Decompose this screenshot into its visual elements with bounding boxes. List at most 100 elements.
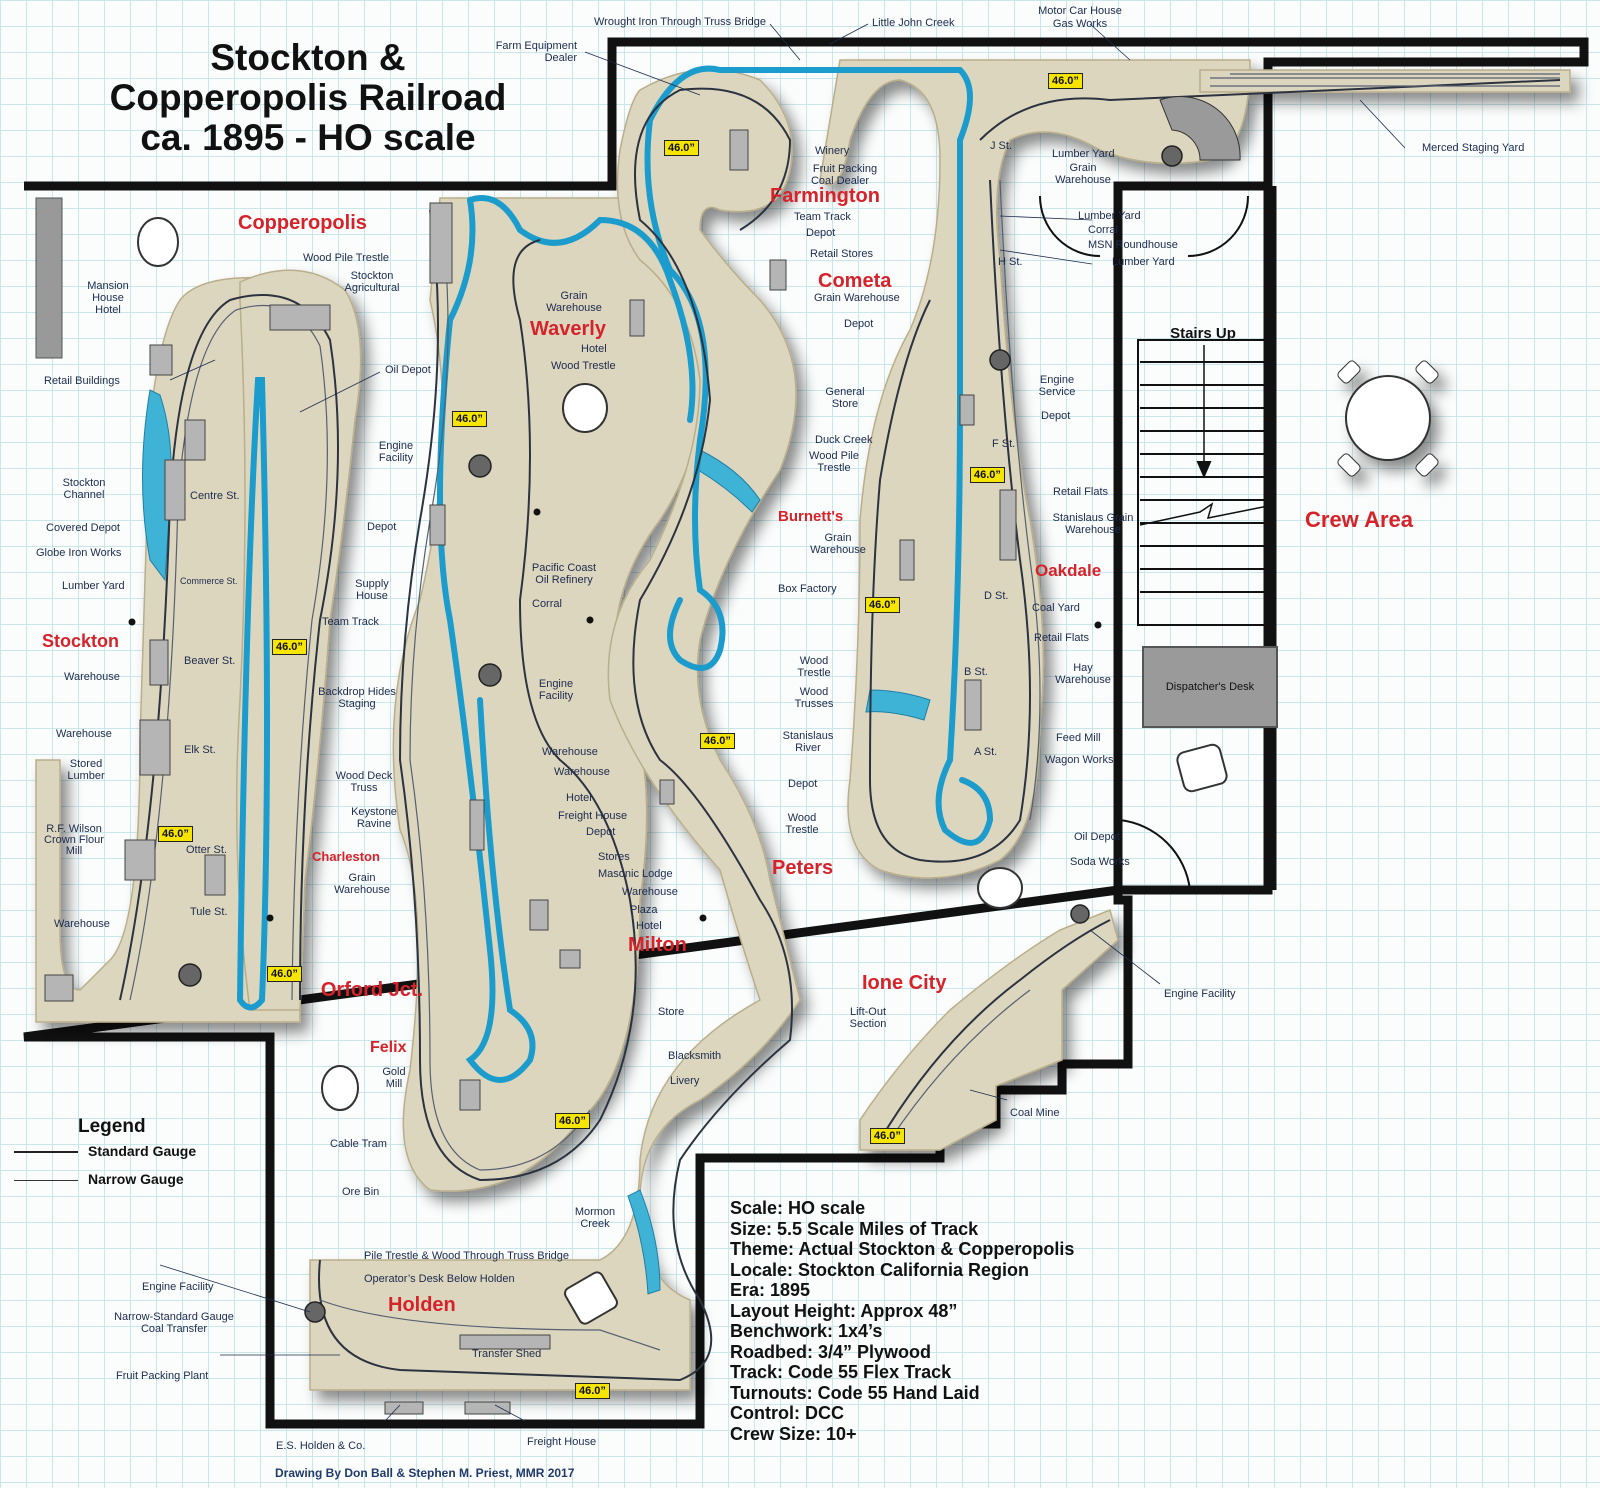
operator <box>562 383 608 433</box>
label: Depot <box>806 227 836 239</box>
building <box>659 779 675 805</box>
label: Stores <box>598 851 630 863</box>
label: Warehouse <box>56 728 112 740</box>
track <box>1210 73 1560 87</box>
label: Coal Yard <box>1032 602 1080 614</box>
turntable <box>1161 145 1183 167</box>
label: Merced Staging Yard <box>1422 142 1525 154</box>
town-farmington: Farmington <box>770 185 880 207</box>
label: Engine Facility <box>378 440 414 464</box>
layout-specs: Scale: HO scale Size: 5.5 Scale Miles of… <box>730 1198 1074 1444</box>
label: Warehouse <box>554 766 610 778</box>
label: Engine Facility <box>1164 988 1236 1000</box>
label: B St. <box>964 666 988 678</box>
label: Mansion House Hotel <box>87 280 129 316</box>
label: Otter St. <box>186 844 227 856</box>
label: Wood Trestle <box>797 655 831 679</box>
building <box>459 1079 481 1111</box>
building <box>769 259 787 291</box>
label: Stored Lumber <box>67 758 105 782</box>
mainline <box>236 65 994 1083</box>
spec-line: Size: 5.5 Scale Miles of Track <box>730 1218 979 1239</box>
label: Grain Warehouse <box>814 292 900 304</box>
leader <box>1089 929 1161 985</box>
label: Wagon Works <box>1045 754 1114 766</box>
height-badge: 46.0” <box>664 140 699 156</box>
marker <box>699 914 707 922</box>
leader <box>169 359 216 381</box>
stairs-label: Stairs Up <box>1170 325 1236 342</box>
building <box>164 459 186 521</box>
label: Wood Pile Trestle <box>303 252 390 264</box>
building <box>999 489 1017 561</box>
town-waverly: Waverly <box>530 318 606 340</box>
height-badge: 46.0” <box>272 639 307 655</box>
dispatcher-chair <box>1176 743 1228 793</box>
legend-title: Legend <box>78 1116 146 1137</box>
label: Retail Stores <box>810 248 873 260</box>
label: Wood Deck Truss <box>335 770 393 794</box>
leader <box>1359 99 1406 149</box>
label: Centre St. <box>190 490 240 502</box>
label: Retail Flats <box>1034 632 1090 644</box>
label: Fruit Packing <box>812 163 878 175</box>
leader <box>159 1264 311 1313</box>
town-charleston: Charleston <box>312 849 380 864</box>
label: Engine Facility <box>142 1281 214 1293</box>
label: Feed Mill <box>1056 732 1101 744</box>
spec-line: Roadbed: 3/4” Plywood <box>730 1341 932 1362</box>
label: Warehouse <box>542 746 598 758</box>
building <box>124 839 156 881</box>
label: Corral <box>1088 224 1118 236</box>
door-arc <box>1187 195 1249 257</box>
spec-line: Track: Code 55 Flex Track <box>730 1362 952 1382</box>
label: Wood Trusses <box>794 686 834 710</box>
waverly-loop <box>644 65 726 671</box>
door-arc <box>1119 819 1191 891</box>
building <box>959 394 975 426</box>
label: Grain Warehouse <box>546 290 602 314</box>
label: Cable Tram <box>330 1138 387 1150</box>
legend-narrow: Narrow Gauge <box>14 1171 184 1189</box>
label: Operator’s Desk Below Holden <box>364 1273 515 1285</box>
operator-desk <box>564 1271 618 1325</box>
turntable <box>1070 904 1090 924</box>
label: Corral <box>532 598 562 610</box>
building <box>384 1401 424 1415</box>
title-line: Copperopolis Railroad <box>109 77 507 118</box>
chair <box>1337 453 1361 477</box>
building <box>44 974 74 1002</box>
label: Stockton Channel <box>62 477 106 501</box>
spec-line: Crew Size: 10+ <box>730 1423 857 1444</box>
leader <box>584 51 701 96</box>
label: Grain Warehouse <box>810 532 866 556</box>
label: Oil Depot <box>385 364 431 376</box>
title-line: Stockton & <box>210 37 406 78</box>
title-line: ca. 1895 - HO scale <box>140 117 476 158</box>
leader-lines <box>159 23 1406 1422</box>
town-stockton: Stockton <box>42 631 120 651</box>
label: Hotel <box>581 343 607 355</box>
label: Freight House <box>527 1436 597 1448</box>
layout-title: Stockton & Copperopolis Railroad ca. 189… <box>110 38 507 158</box>
leader <box>829 23 869 45</box>
stockton-channel <box>142 389 172 582</box>
label: Stanislaus River <box>782 730 834 754</box>
building <box>899 539 915 581</box>
tracks-standard <box>119 79 1561 1382</box>
label: Livery <box>670 1075 700 1087</box>
building <box>184 419 206 461</box>
leader <box>299 371 381 413</box>
door-arc <box>1039 195 1101 257</box>
turntables <box>178 145 1183 1323</box>
turntable <box>468 454 492 478</box>
farmington-peninsula <box>309 68 801 1391</box>
turntable <box>478 663 502 687</box>
building <box>464 1401 511 1415</box>
height-badge: 46.0” <box>452 411 487 427</box>
label: Keystone Ravine <box>351 806 397 830</box>
ione-peninsula <box>859 908 1119 1151</box>
town-peters: Peters <box>772 857 834 879</box>
chair <box>1415 453 1439 477</box>
